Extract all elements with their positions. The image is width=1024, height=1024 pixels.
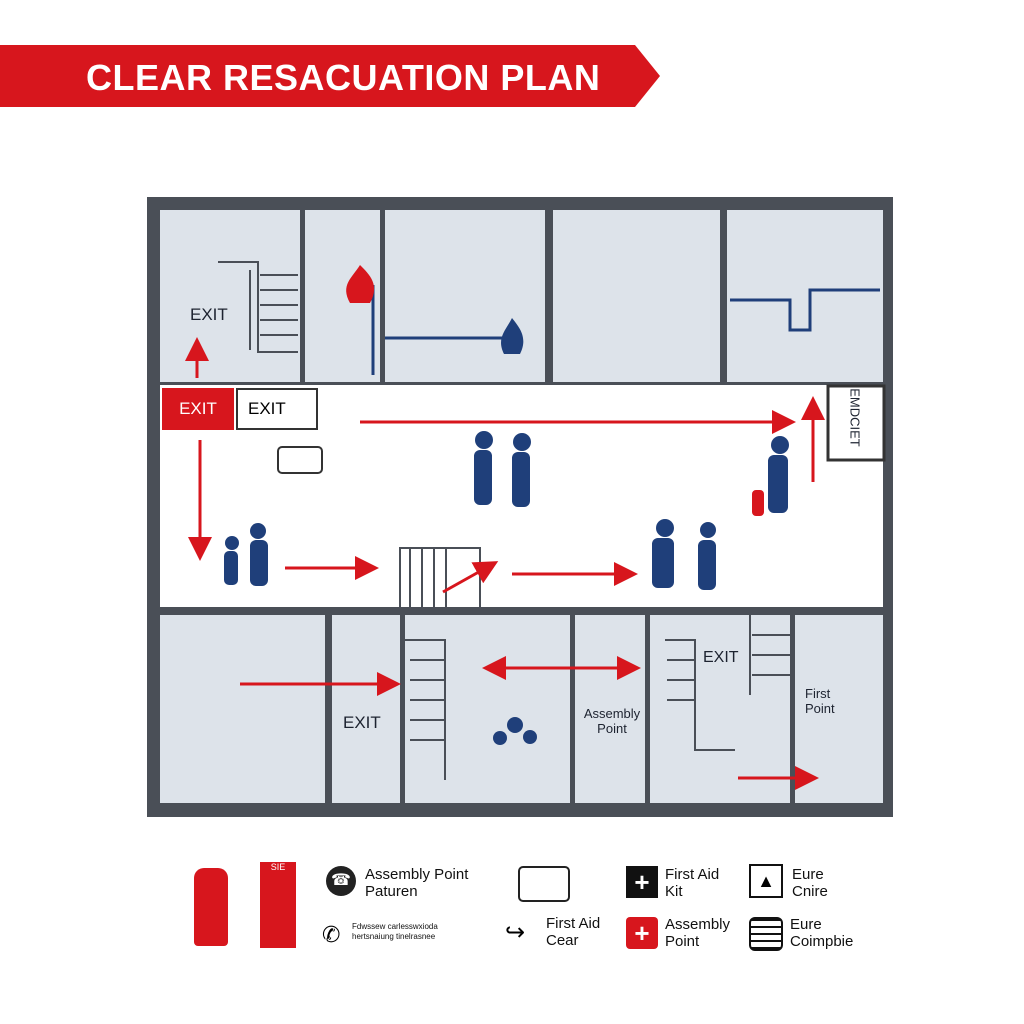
first-aid-case-icon — [518, 866, 570, 902]
grid-icon — [749, 917, 783, 951]
fire-icons — [346, 265, 524, 354]
emergency-sign — [826, 384, 886, 462]
emergency-sign-text: EMDCIET — [847, 388, 863, 447]
assembly-point-icon: + — [626, 917, 658, 949]
people-figures — [224, 431, 789, 745]
phone-icon: ✆ — [322, 922, 341, 947]
fire-extinguisher-icon — [194, 868, 228, 946]
exit-sign-white: EXIT — [236, 388, 318, 430]
first-aid-kit-icon: + — [626, 866, 658, 898]
stairs — [218, 261, 880, 780]
assembly-point-label: Assembly Point — [583, 706, 641, 736]
evacuation-arrows — [185, 337, 825, 790]
fire-extinguisher-icon — [752, 490, 764, 516]
legend-label: First Aid Cear — [546, 915, 601, 949]
arrow-up-icon: ▲ — [749, 864, 783, 898]
first-aid-cear-icon: ↪ — [505, 919, 526, 946]
legend-label: Assembly Point — [665, 916, 731, 950]
exit-sign-red: EXIT — [162, 388, 234, 430]
rooms — [160, 210, 883, 803]
legend-label: Assembly Point Paturen — [365, 866, 469, 900]
exit-label: EXIT — [343, 713, 381, 732]
phone-icon: ☎ — [326, 866, 356, 896]
fire-door-icon: SIE — [260, 862, 296, 948]
exit-label: EXIT — [703, 649, 739, 666]
legend-label: Fdwssew carlesswxioda hertsnaiung tinelr… — [352, 922, 438, 941]
legend-label: Eure Coimpbie — [790, 916, 854, 950]
legend-label: First Aid Kit — [665, 866, 720, 900]
legend-label: Eure Cnire — [792, 866, 828, 900]
first-aid-case-icon — [277, 446, 323, 474]
title-banner: CLEAR RESACUATION PLAN — [0, 45, 660, 107]
exit-label: EXIT — [190, 305, 228, 324]
page-title: CLEAR RESACUATION PLAN — [86, 57, 601, 98]
first-point-label: First Point — [805, 686, 835, 716]
